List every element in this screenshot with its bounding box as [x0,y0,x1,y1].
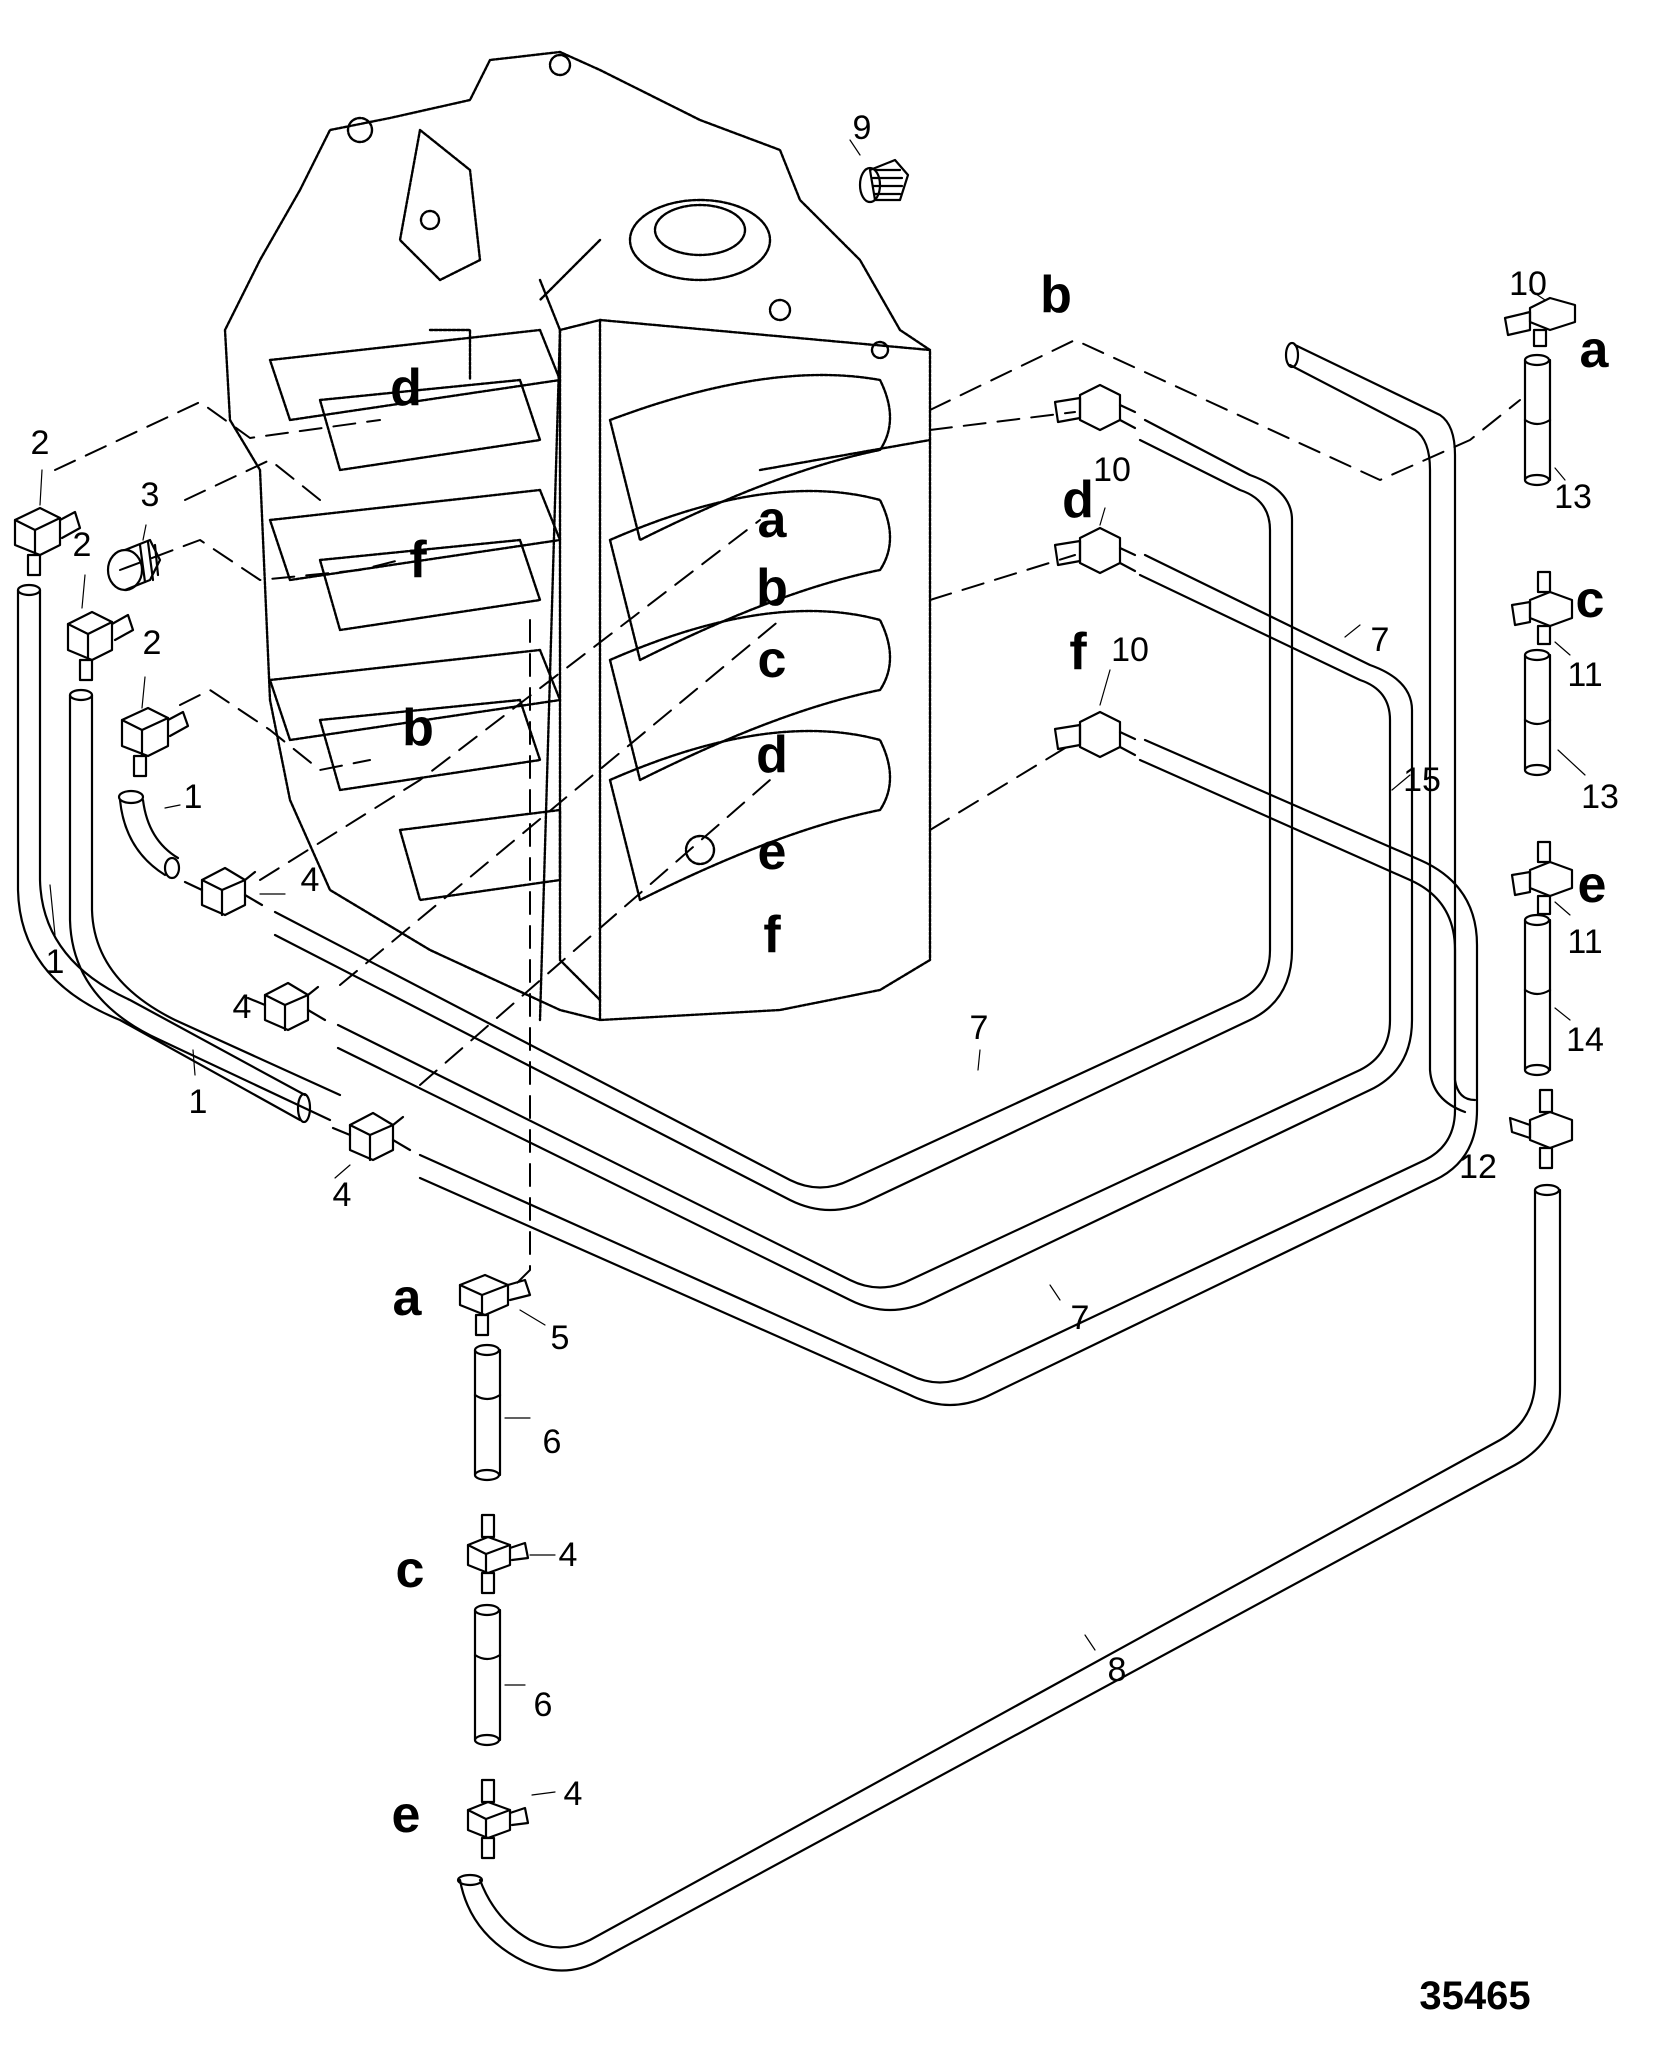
callout-c-right: c [1575,571,1605,629]
tee-fitting-11a [1510,570,1574,646]
callout-15: 15 [1403,761,1441,799]
hose-13a [1523,353,1552,487]
callout-12: 12 [1459,1148,1497,1186]
callout-a-bottom: a [392,1269,422,1327]
tee-fitting-12 [1508,1088,1574,1170]
callout-4e: 4 [563,1775,583,1813]
callout-f-fitting: f [1069,623,1087,681]
elbow-fitting-2b [66,574,135,682]
callout-4c: 4 [332,1176,352,1214]
callout-10-top-right: 10 [1509,265,1547,303]
elbow-fitting-10a [1053,383,1137,432]
callout-1a: 1 [45,943,65,981]
callout-1b: 1 [188,1083,208,1121]
callout-6a: 6 [542,1423,562,1461]
elbow-fitting-10c [1053,669,1137,759]
callout-e-right: e [1577,856,1607,914]
callout-4d: 4 [558,1536,578,1574]
figure-number: 35465 [1419,1974,1531,2018]
callout-a-block: a [757,491,787,549]
callout-14: 14 [1566,1021,1604,1059]
hose-13b [1523,648,1552,777]
callout-c-block: c [757,631,787,689]
tee-fitting-4b [246,981,327,1032]
callout-7-middle: 7 [969,1009,989,1047]
callout-10-f: 10 [1111,631,1149,669]
callout-c-bottom: c [395,1541,425,1599]
hose-15 [1284,341,1477,1114]
callout-3: 3 [140,476,160,514]
hose-1b [68,688,342,1122]
callout-7-right: 7 [1370,621,1390,659]
tee-fitting-4e [466,1778,556,1860]
callout-e-bottom: e [391,1786,421,1844]
callout-b-engine: b [402,699,434,757]
tee-fitting-4d [466,1513,556,1595]
engine-block [223,50,932,1022]
callout-8: 8 [1107,1651,1127,1689]
callout-4a: 4 [300,861,320,899]
hose-14 [1523,913,1552,1077]
callout-11a: 11 [1567,656,1603,694]
elbow-fitting-10b [1053,507,1137,575]
callout-d-block: d [756,726,788,784]
leader-lines [49,467,1586,1301]
elbow-fitting-2a [13,469,82,577]
callout-d-engine: d [390,359,422,417]
callout-11b: 11 [1567,923,1603,961]
callout-b-block: b [756,559,788,617]
plug-9 [849,139,910,204]
tee-fitting-4a [183,866,286,917]
hose-1c [117,789,181,880]
elbow-fitting-10d [1503,289,1577,348]
callout-10-d: 10 [1093,451,1131,489]
callout-d-fitting: d [1062,471,1094,529]
callout-13a: 13 [1554,478,1592,516]
elbow-fitting-2c [120,676,190,778]
plug-3 [106,524,162,592]
callout-a-top-right: a [1579,321,1609,379]
tee-fitting-4c [331,1111,412,1179]
callout-b-top: b [1040,266,1072,324]
callout-7-bottom: 7 [1070,1299,1090,1337]
callout-2c: 2 [142,624,162,662]
elbow-fitting-5 [458,1273,546,1337]
callout-2b: 2 [72,526,92,564]
callout-f-engine: f [409,531,427,589]
tee-fitting-11b [1510,840,1574,916]
callout-e-block: e [757,823,787,881]
connection-lines [54,339,1521,1291]
hose-6b [473,1603,526,1747]
hose-7a [273,418,1294,1212]
callout-13b: 13 [1581,778,1619,816]
hose-1a [16,583,312,1124]
hose-7b [336,553,1414,1312]
hose-8 [456,1183,1562,1972]
callout-2a: 2 [30,424,50,462]
callout-1c: 1 [183,778,203,816]
callout-4b: 4 [232,988,252,1026]
callout-9: 9 [852,109,872,147]
hose-7c [418,738,1479,1407]
callout-6b: 6 [533,1686,553,1724]
callout-f-block: f [763,906,781,964]
hose-6a [473,1343,531,1482]
callout-5: 5 [550,1319,570,1357]
